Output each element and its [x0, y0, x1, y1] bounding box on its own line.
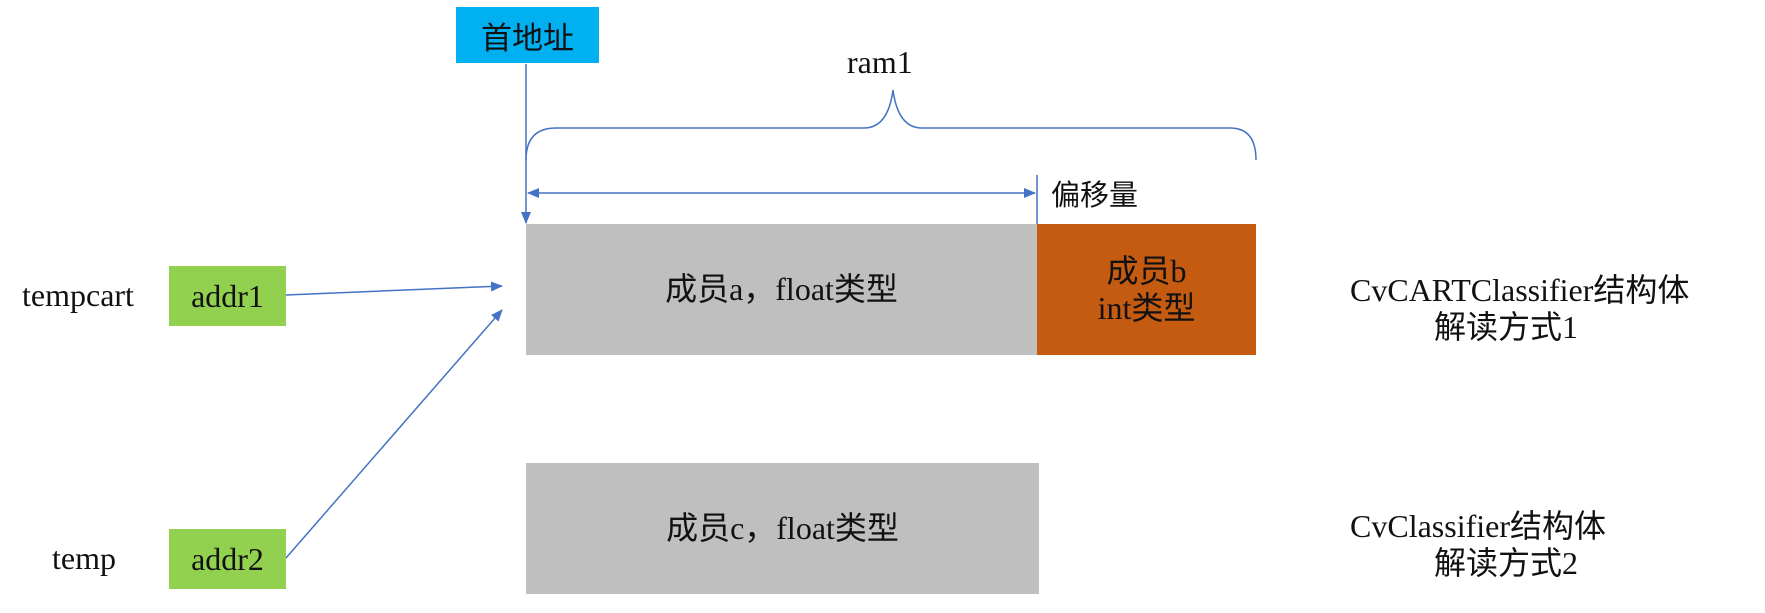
variable-name-tempcart: tempcart: [22, 277, 134, 313]
offset-label: 偏移量: [1051, 178, 1139, 212]
struct-label-2: CvClassifier结构体 解读方式2: [1350, 508, 1750, 582]
member-b-block: 成员b int类型: [1037, 224, 1256, 355]
address-label: addr1: [191, 277, 264, 314]
addr2-arrow: [285, 309, 503, 559]
struct-label-1: CvCARTClassifier结构体 解读方式1: [1350, 272, 1750, 346]
member-c-label: 成员c，float类型: [666, 510, 899, 547]
variable-name-temp: temp: [52, 540, 116, 576]
ram1-label: ram1: [847, 44, 913, 80]
member-b-label-line2: int类型: [1097, 289, 1196, 326]
address-box-addr2: addr2: [169, 529, 286, 589]
base-address-box: 首地址: [456, 7, 599, 63]
base-address-label: 首地址: [481, 20, 574, 57]
struct-name-2: CvClassifier结构体: [1350, 508, 1606, 544]
member-b-label-line1: 成员b: [1106, 252, 1187, 289]
address-box-addr1: addr1: [169, 266, 286, 326]
member-c-block: 成员c，float类型: [526, 463, 1039, 594]
addr1-arrow: [285, 281, 503, 296]
interpretation-1: 解读方式1: [1434, 308, 1579, 345]
member-a-block: 成员a，float类型: [526, 224, 1037, 355]
address-label: addr2: [191, 540, 264, 577]
ram1-brace: [525, 89, 1257, 161]
member-a-label: 成员a，float类型: [665, 271, 898, 308]
interpretation-2: 解读方式2: [1434, 544, 1579, 581]
struct-name-1: CvCARTClassifier结构体: [1350, 272, 1690, 308]
